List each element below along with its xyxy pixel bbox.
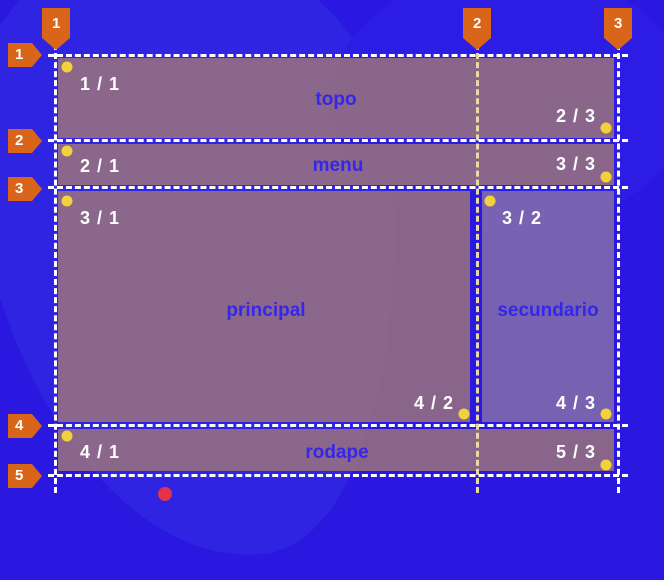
area-topo-start: 1 / 1 [80, 74, 121, 94]
area-rodape-end-dot [600, 459, 612, 471]
column-marker-3 [604, 8, 632, 50]
area-principal [58, 191, 470, 422]
column-marker-3-label: 3 [614, 15, 623, 32]
row-marker-4-label: 4 [15, 417, 24, 434]
column-marker-2-label: 2 [473, 15, 482, 32]
column-line-2 [476, 44, 479, 493]
area-secundario-start: 3 / 2 [502, 208, 543, 228]
area-topo-end-dot [600, 122, 612, 134]
area-menu [58, 144, 614, 185]
column-line-1 [54, 44, 57, 493]
row-marker-3-label: 3 [15, 180, 24, 197]
area-topo-end: 2 / 3 [556, 106, 597, 126]
area-rodape [58, 429, 614, 471]
row-marker-5-label: 5 [15, 467, 24, 484]
area-rodape-start: 4 / 1 [80, 442, 121, 462]
column-marker-2 [463, 8, 491, 50]
area-topo [58, 58, 614, 138]
area-principal-end: 4 / 2 [414, 393, 455, 413]
row-line-3 [48, 186, 628, 189]
red-indicator [158, 487, 172, 501]
column-marker-1-label: 1 [52, 15, 61, 32]
row-marker-4 [8, 414, 42, 438]
area-secundario-start-dot [484, 195, 496, 207]
row-marker-2-label: 2 [15, 132, 24, 149]
row-line-2 [48, 139, 628, 142]
row-marker-1 [8, 43, 42, 67]
area-rodape-label: rodape [305, 442, 369, 463]
area-menu-label: menu [312, 155, 364, 176]
area-principal-end-dot [458, 408, 470, 420]
row-line-5 [48, 474, 628, 477]
area-menu-start-dot [61, 145, 73, 157]
row-marker-2 [8, 129, 42, 153]
area-secundario-end-dot [600, 408, 612, 420]
row-marker-3 [8, 177, 42, 201]
area-menu-end-dot [600, 171, 612, 183]
area-menu-start: 2 / 1 [80, 156, 121, 176]
area-rodape-end: 5 / 3 [556, 442, 597, 462]
row-line-4 [48, 424, 628, 427]
area-menu-end: 3 / 3 [556, 154, 597, 174]
row-marker-5 [8, 464, 42, 488]
row-line-1 [48, 54, 628, 57]
area-principal-label: principal [226, 300, 306, 321]
area-secundario-end: 4 / 3 [556, 393, 597, 413]
column-marker-1 [42, 8, 70, 50]
area-principal-start-dot [61, 195, 73, 207]
area-topo-label: topo [315, 89, 357, 110]
area-rodape-start-dot [61, 430, 73, 442]
area-secundario [482, 191, 614, 422]
row-marker-1-label: 1 [15, 46, 24, 63]
area-topo-start-dot [61, 61, 73, 73]
area-secundario-label: secundario [497, 300, 599, 321]
area-principal-start: 3 / 1 [80, 208, 121, 228]
column-line-3 [617, 44, 620, 493]
